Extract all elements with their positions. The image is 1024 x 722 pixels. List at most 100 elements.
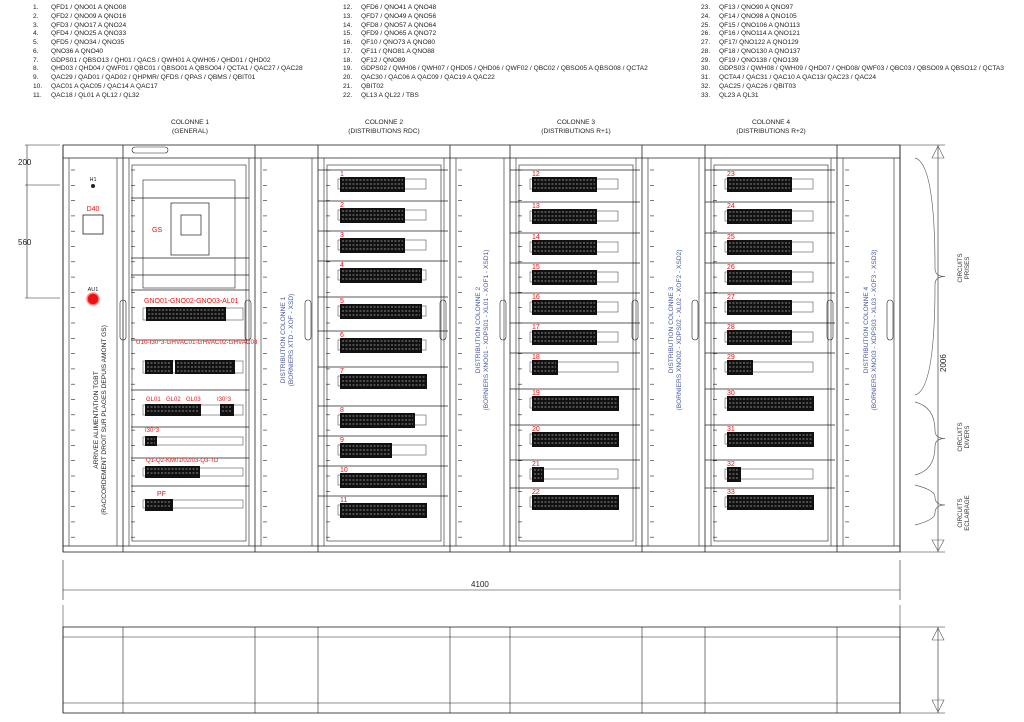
- legend-text: QAC25 / QAC26 / QBIT03: [719, 82, 796, 90]
- legend-text: QF16 / QNO114 A QNO121: [719, 30, 800, 38]
- dimension-2006: 2006: [939, 354, 948, 372]
- row-number: 21: [532, 461, 540, 468]
- arrow-down-icon: [931, 699, 945, 713]
- row-number: 24: [727, 203, 735, 210]
- legend-number: 13.: [343, 12, 353, 20]
- legend-text: QAC30 / QAC06 A QAC09 / QAC19 A QAC22: [361, 74, 495, 81]
- brace-icon: [914, 401, 946, 476]
- legend-number: 27.: [701, 39, 711, 46]
- legend-item: 13. QFD7 / QNO49 A QNO56: [343, 13, 648, 22]
- legend-text: QAC01 A QAC05 / QAC14 A QAC17: [51, 82, 158, 90]
- legend-item: 7.GDPS01 / QBSO13 / QH01 / QACS / QWH01 …: [33, 57, 303, 66]
- legend-text: QAC29 / QAD01 / QAD02 / QHPMR/ QFDS / QP…: [51, 74, 256, 81]
- inner-frame: [131, 164, 247, 542]
- breaker-block: [532, 270, 597, 285]
- legend-item: 33.QL23 A QL31: [701, 92, 1004, 101]
- breaker-block: [727, 360, 753, 375]
- legend-text: QL13 A QL22 / TBS: [361, 91, 419, 99]
- din-rail: [724, 361, 814, 373]
- annotation-eclairage-l2: ECLAIRAGE: [964, 495, 971, 530]
- legend-item: 4.QFD4 / QNO25 A QNO33: [33, 30, 303, 39]
- legend-text: QF11 / QNO81 A QNO88: [361, 47, 435, 55]
- au1-label: AU1: [88, 287, 99, 293]
- legend-text: QF18 / QNO130 A QNO137: [719, 47, 801, 55]
- legend-number: 21.: [343, 82, 353, 90]
- din-rail: [529, 468, 619, 480]
- column-4-title: COLONNE 4: [752, 119, 790, 126]
- row-number: 31: [727, 426, 735, 433]
- legend-number: 10.: [33, 82, 43, 90]
- row-number: 16: [532, 294, 540, 301]
- legend-item: 16.QF10 / QNO73 A QNO80: [343, 39, 648, 48]
- h1-indicator-icon: [91, 184, 95, 188]
- gs-breaker-icon: [170, 202, 210, 256]
- legend-number: 31.: [701, 74, 711, 81]
- breaker-block: [340, 177, 405, 192]
- door-handle-icon: [886, 299, 894, 341]
- legend-text: QL23 A QL31: [719, 91, 759, 99]
- arrival-subtitle: (RACCORDEMENT DROIT SUR PLAGES DEPUIS AM…: [101, 325, 108, 515]
- legend-number: 8.: [33, 65, 39, 73]
- legend-item: 6.QNO36 A QNO40: [33, 48, 303, 57]
- legend-item: 10. QAC01 A QAC05 / QAC14 A QAC17: [33, 83, 303, 92]
- legend-number: 18.: [343, 56, 353, 64]
- i30-label-b: I30°3: [145, 428, 160, 434]
- legend-item: 31.QCTA4 / QAC31 / QAC10 A QAC13/ QAC23 …: [701, 74, 1004, 83]
- annotation-eclairage-l1: CIRCUITS: [957, 498, 964, 527]
- legend-item: 5.QFD5 / QNO34 / QNO35: [33, 39, 303, 48]
- breaker-block: [532, 330, 597, 345]
- distribution-1-subtitle: (BORNIERS XTD - XOF - XSD): [288, 294, 295, 387]
- legend-text: QF10 / QNO73 A QNO80: [361, 39, 436, 46]
- legend-text: QFD4 / QNO25 A QNO33: [51, 30, 127, 38]
- legend-text: QF13 / QNO90 A QNO97: [719, 4, 794, 11]
- breaker-block: [340, 304, 422, 319]
- breaker-block: [727, 240, 792, 255]
- row-number: 23: [727, 171, 735, 178]
- legend-text: QFD3 / QNO17 A QNO24: [51, 21, 127, 29]
- annotation-divers-l1: CIRCUITS: [957, 422, 964, 451]
- legend-number: 29.: [701, 56, 711, 64]
- breaker-block: [532, 300, 597, 315]
- legend-item: 17.QF11 / QNO81 A QNO88: [343, 48, 648, 57]
- legend-text: QBIT02: [361, 82, 384, 90]
- legend-item: 9.QAC29 / QAD01 / QAD02 / QHPMR/ QFDS / …: [33, 74, 303, 83]
- row-number: 17: [532, 324, 540, 331]
- legend-text: QF15 / QNO106 A QNO113: [719, 21, 800, 29]
- door-handle-icon: [304, 299, 312, 341]
- legend-item: 28.QF18 / QNO130 A QNO137: [701, 48, 1004, 57]
- annotation-divers-l2: DIVERS: [964, 425, 971, 448]
- row-number: 19: [532, 390, 540, 397]
- panel-frame: [25, 144, 946, 714]
- legend-number: 15.: [343, 30, 353, 38]
- arrow-up-icon: [931, 145, 945, 159]
- legend-item: 30.GDPS03 / QWH08 / QWH09 / QHD07 / QHD0…: [701, 65, 1004, 74]
- row-number: 25: [727, 234, 735, 241]
- legend-item: 21. QBIT02: [343, 83, 648, 92]
- annotation-prises-l1: CIRCUITS: [957, 253, 964, 282]
- legend-item: 8.QHD03 / QHD04 / QWF01 / QBC01 / QBSO01…: [33, 65, 303, 74]
- legend-text: QAC18 / QL01 A QL12 / QL32: [51, 91, 140, 99]
- legend-text: QFD7 / QNO49 A QNO56: [361, 12, 437, 20]
- gs-breaker-handle: [180, 214, 202, 236]
- row-number: 7: [340, 368, 344, 375]
- legend-number: 11.: [33, 91, 42, 99]
- dimension-560: 560: [18, 238, 32, 247]
- row-number: 8: [340, 407, 344, 414]
- gl02-label: GL02: [166, 397, 181, 403]
- row-number: 14: [532, 234, 540, 241]
- legend-number: 30.: [701, 65, 711, 73]
- door-handle-icon: [439, 299, 447, 341]
- legend-number: 19.: [343, 65, 353, 73]
- breaker-block: [340, 338, 422, 353]
- breaker-block: [340, 443, 392, 458]
- breaker-block: [727, 209, 792, 224]
- legend-text: QFD5 / QNO34 / QNO35: [51, 39, 125, 46]
- din-rail: [724, 468, 814, 480]
- legend-item: 14.QFD8 / QNO57 A QNO64: [343, 22, 648, 31]
- row-label-q1: Q1-Q2-KM01/02/03-Q3-TD: [146, 458, 219, 464]
- gl03-label: GL03: [186, 397, 201, 403]
- row-number: 20: [532, 426, 540, 433]
- din-rail: [142, 499, 244, 509]
- breaker-block: [220, 404, 234, 416]
- legend-item: 19.GDPS02 / QWH06 / QWH07 / QHD05 / QHD0…: [343, 65, 648, 74]
